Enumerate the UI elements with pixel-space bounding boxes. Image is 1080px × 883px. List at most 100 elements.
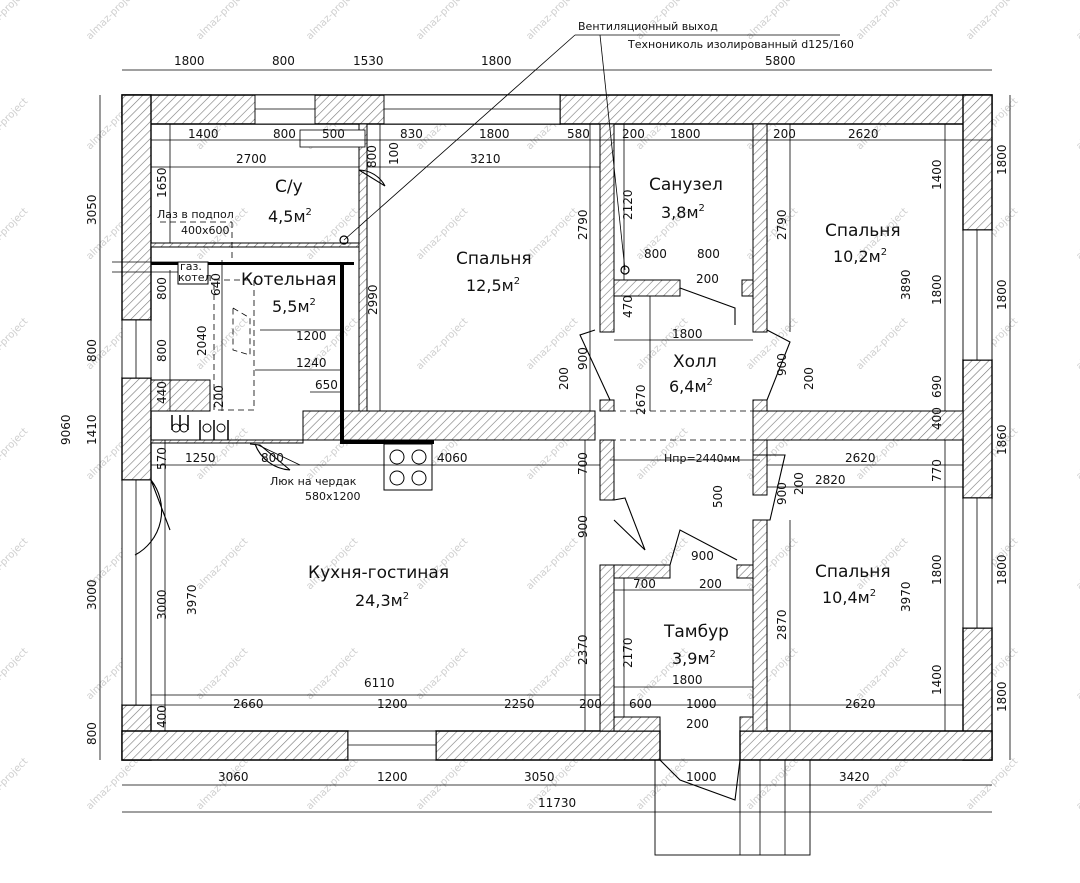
gas-boiler-label-1: газ. bbox=[180, 260, 202, 273]
vent-note-line2: Технониколь изолированный d125/160 bbox=[627, 38, 854, 51]
dim-label: 1200 bbox=[296, 329, 327, 343]
room-area-bedroom2: 10,2м2 bbox=[833, 247, 887, 266]
dim-label: 200 bbox=[802, 367, 816, 390]
dim-label: 2040 bbox=[195, 325, 209, 356]
dim-label: 600 bbox=[629, 697, 652, 711]
watermark-text: almaz-project bbox=[0, 206, 31, 262]
watermark-text: almaz-project bbox=[1074, 646, 1080, 702]
dim-label: 200 bbox=[212, 385, 226, 408]
watermark-text: almaz-project bbox=[0, 316, 31, 372]
watermark-text: almaz-project bbox=[194, 756, 250, 812]
dim-label: 3050 bbox=[85, 194, 99, 225]
dim-label: 200 bbox=[699, 577, 722, 591]
vent-note-line1: Вентиляционный выход bbox=[578, 20, 718, 33]
dim-label: 800 bbox=[272, 54, 295, 68]
watermark-text: almaz-project bbox=[964, 0, 1020, 42]
dim-label: 1800 bbox=[995, 554, 1009, 585]
dim-label: 1250 bbox=[185, 451, 216, 465]
watermark-text: almaz-project bbox=[304, 756, 360, 812]
watermark-text: almaz-project bbox=[84, 0, 140, 42]
dim-label: 800 bbox=[85, 722, 99, 745]
dim-label: 400 bbox=[930, 407, 944, 430]
watermark-text: almaz-project bbox=[524, 206, 580, 262]
watermark-text: almaz-project bbox=[194, 536, 250, 592]
dim-label: 770 bbox=[930, 459, 944, 482]
dim-label: 2820 bbox=[815, 473, 846, 487]
dim-label: 1200 bbox=[377, 770, 408, 784]
vent-icon bbox=[339, 235, 349, 245]
watermark-text: almaz-project bbox=[194, 0, 250, 42]
room-area-bathroom: 3,8м2 bbox=[661, 203, 705, 222]
dimension-texts-vertical: 3050 800 1410 3000 800 9060 1650 800 800… bbox=[59, 142, 1009, 745]
watermark-text: almaz-project bbox=[744, 0, 800, 42]
dim-label: 2370 bbox=[576, 634, 590, 665]
room-area-kitchen: 24,3м2 bbox=[355, 591, 409, 610]
room-area-bedroom3: 10,4м2 bbox=[822, 588, 876, 607]
partitions bbox=[150, 123, 964, 732]
room-name-kitchen: Кухня-гостиная bbox=[308, 563, 449, 583]
dim-label: 1410 bbox=[85, 414, 99, 445]
watermark-text: almaz-project bbox=[414, 646, 470, 702]
dim-label: 700 bbox=[633, 577, 656, 591]
room-name-hall: Холл bbox=[673, 352, 717, 372]
watermark-text: almaz-project bbox=[854, 0, 910, 42]
dim-label: 1800 bbox=[995, 681, 1009, 712]
dim-label: 690 bbox=[930, 375, 944, 398]
room-name-bedroom3: Спальня bbox=[815, 562, 891, 582]
room-area-bedroom1: 12,5м2 bbox=[466, 276, 520, 295]
doors bbox=[134, 169, 791, 801]
dim-label: 2990 bbox=[366, 284, 380, 315]
dim-label: 2620 bbox=[848, 127, 879, 141]
dim-label: 1800 bbox=[672, 673, 703, 687]
dim-label: 1800 bbox=[995, 144, 1009, 175]
watermark-text: almaz-project bbox=[304, 0, 360, 42]
room-name-bedroom2: Спальня bbox=[825, 221, 901, 241]
dim-label: 5800 bbox=[765, 54, 796, 68]
dim-label: 1800 bbox=[930, 554, 944, 585]
dim-label: 2790 bbox=[576, 209, 590, 240]
dim-label: 650 bbox=[315, 378, 338, 392]
dim-label: 1400 bbox=[188, 127, 219, 141]
dim-label: 3890 bbox=[899, 269, 913, 300]
dim-label: 800 bbox=[644, 247, 667, 261]
dim-label: 830 bbox=[400, 127, 423, 141]
dim-label: 500 bbox=[711, 485, 725, 508]
watermark-text: almaz-project bbox=[1074, 536, 1080, 592]
radiator-icons bbox=[171, 415, 229, 440]
dim-label: 1000 bbox=[686, 770, 717, 784]
dim-label: 200 bbox=[557, 367, 571, 390]
watermark-text: almaz-project bbox=[964, 756, 1020, 812]
watermark-text: almaz-project bbox=[1074, 0, 1080, 42]
watermark-text: almaz-project bbox=[1074, 756, 1080, 812]
dim-label: 1200 bbox=[377, 697, 408, 711]
room-labels: С/у 4,5м2 Спальня 12,5м2 Санузел 3,8м2 С… bbox=[241, 175, 901, 668]
dim-label: 1860 bbox=[995, 424, 1009, 455]
dim-label: 3970 bbox=[899, 581, 913, 612]
room-name-bathroom: Санузел bbox=[649, 175, 723, 195]
dim-label: 100 bbox=[387, 142, 401, 165]
dim-label: 3210 bbox=[470, 152, 501, 166]
dim-label: 9060 bbox=[59, 414, 73, 445]
dim-label: 200 bbox=[773, 127, 796, 141]
stove-icon bbox=[383, 443, 433, 491]
watermark-text: almaz-project bbox=[854, 646, 910, 702]
dim-label: 1800 bbox=[995, 279, 1009, 310]
dim-label: 200 bbox=[579, 697, 602, 711]
watermark-text: almaz-project bbox=[524, 316, 580, 372]
watermark-text: almaz-project bbox=[524, 646, 580, 702]
dim-label: 470 bbox=[621, 295, 635, 318]
dim-label: 2170 bbox=[621, 637, 635, 668]
dim-label: 2790 bbox=[775, 209, 789, 240]
room-name-wc: С/у bbox=[275, 177, 303, 197]
dim-label: 1000 bbox=[686, 697, 717, 711]
dim-label: 2870 bbox=[775, 609, 789, 640]
dim-label: 900 bbox=[576, 515, 590, 538]
dim-label: 2700 bbox=[236, 152, 267, 166]
dim-label: 3060 bbox=[218, 770, 249, 784]
watermark-text: almaz-project bbox=[0, 756, 31, 812]
dim-label: 2620 bbox=[845, 697, 876, 711]
dim-label: 800 bbox=[273, 127, 296, 141]
dim-label: 580 bbox=[567, 127, 590, 141]
watermark-text: almaz-project bbox=[414, 756, 470, 812]
